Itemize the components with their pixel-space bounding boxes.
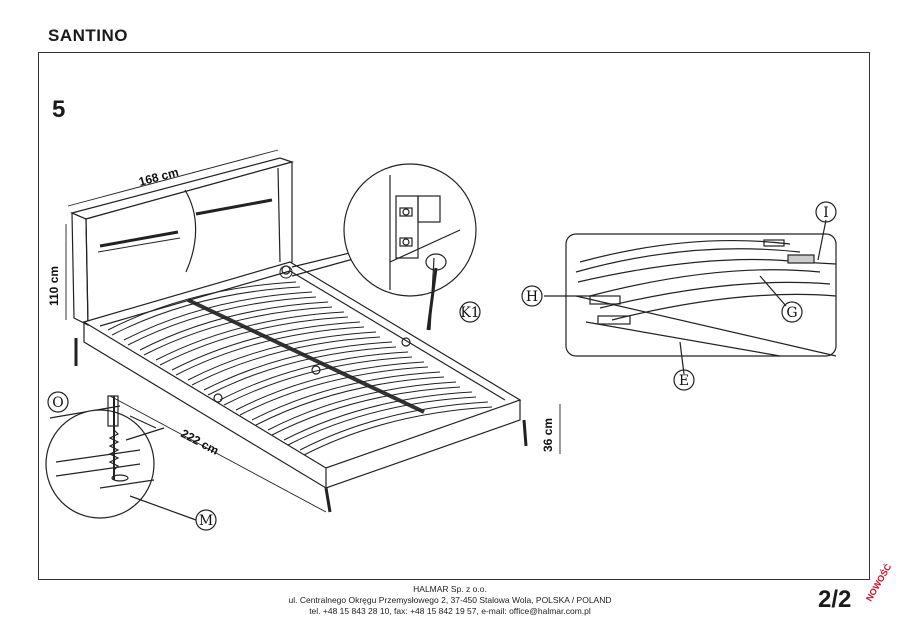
footer-contact: tel. +48 15 843 28 10, fax: +48 15 842 1… xyxy=(309,606,591,616)
instruction-frame xyxy=(38,52,870,580)
detail-k1 xyxy=(291,163,481,331)
dim-height: 110 cm xyxy=(47,266,61,306)
slats xyxy=(107,281,493,456)
detail-om xyxy=(45,391,217,531)
label-m: M xyxy=(199,513,213,529)
headboard xyxy=(70,157,295,326)
step-number: 5 xyxy=(52,96,66,123)
page-number: 2/2 xyxy=(818,586,852,613)
label-g: G xyxy=(786,305,797,321)
footer: HALMAR Sp. z o.o. ul. Centralnego Okręgu… xyxy=(0,584,900,617)
label-h: H xyxy=(526,289,538,305)
label-i: I xyxy=(823,205,829,221)
dim-leg-height: 36 cm xyxy=(541,418,555,452)
footer-company: HALMAR Sp. z o.o. xyxy=(413,584,487,594)
dim-width: 168 cm xyxy=(137,165,180,189)
label-o: O xyxy=(52,395,63,411)
product-title: SANTINO xyxy=(48,26,128,45)
footer-address: ul. Centralnego Okręgu Przemysłowego 2, … xyxy=(288,595,612,605)
dimension-lines xyxy=(65,149,561,513)
dim-length: 222 cm xyxy=(179,426,222,457)
label-k1: K1 xyxy=(460,305,479,321)
bed-frame xyxy=(74,261,528,513)
label-e: E xyxy=(679,373,689,389)
detail-slats xyxy=(521,201,837,391)
